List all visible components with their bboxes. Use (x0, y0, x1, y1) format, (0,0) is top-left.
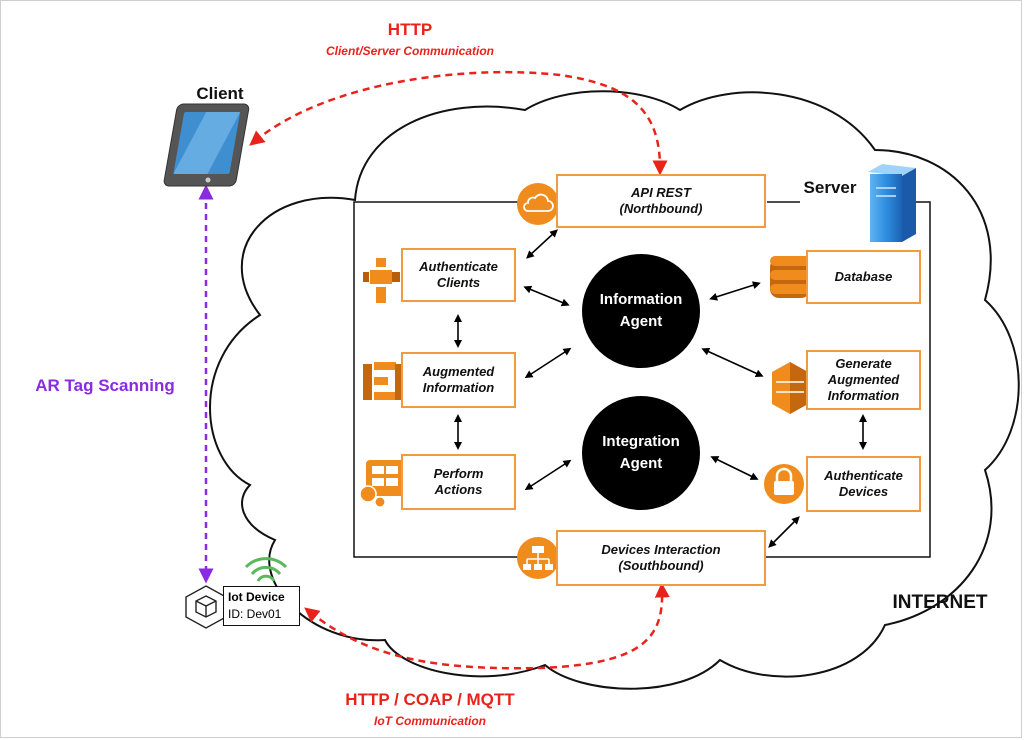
server-label: Server (803, 178, 857, 197)
cloud-icon (517, 183, 559, 225)
augmented-information-box: Augmented Information (401, 352, 516, 408)
iam-icon (363, 258, 400, 303)
lock-icon (764, 464, 804, 504)
step-functions-icon (363, 362, 404, 400)
processing-icon (772, 362, 808, 414)
workflow-icon (359, 460, 406, 508)
iot-subtitle: IoT Communication (374, 714, 486, 728)
network-icon (517, 537, 559, 579)
iot-communication-arrow (304, 582, 670, 670)
http-subtitle: Client/Server Communication (325, 44, 495, 58)
iot-device-name: Iot Device (228, 590, 285, 604)
iot-device-card: Iot Device ID: Dev01 (223, 586, 300, 626)
tablet-icon (163, 103, 250, 187)
devices-interaction-box: Devices Interaction (Southbound) (556, 530, 766, 586)
integration-agent: Integration Agent (582, 396, 700, 510)
http-client-server-arrow (249, 70, 668, 176)
wifi-icon (244, 557, 288, 582)
database-box: Database (806, 250, 921, 304)
internet-label: INTERNET (892, 592, 988, 613)
iot-device-id: ID: Dev01 (228, 607, 282, 621)
ar-tag-icon (185, 585, 227, 629)
perform-actions-box: Perform Actions (401, 454, 516, 510)
database-icon (770, 256, 810, 298)
authenticate-devices-box: Authenticate Devices (806, 456, 921, 512)
generate-augmented-information-box: Generate Augmented Information (806, 350, 921, 410)
internet-cloud (209, 90, 1020, 690)
http-title: HTTP (387, 20, 433, 39)
api-rest-box: API REST (Northbound) (556, 174, 766, 228)
information-agent: Information Agent (582, 254, 700, 368)
authenticate-clients-box: Authenticate Clients (401, 248, 516, 302)
server-icon (868, 164, 916, 242)
client-label: Client (196, 84, 244, 103)
internal-connections (454, 229, 867, 548)
iot-protocols-title: HTTP / COAP / MQTT (345, 690, 515, 709)
ar-scanning-label: AR Tag Scanning (35, 376, 175, 395)
